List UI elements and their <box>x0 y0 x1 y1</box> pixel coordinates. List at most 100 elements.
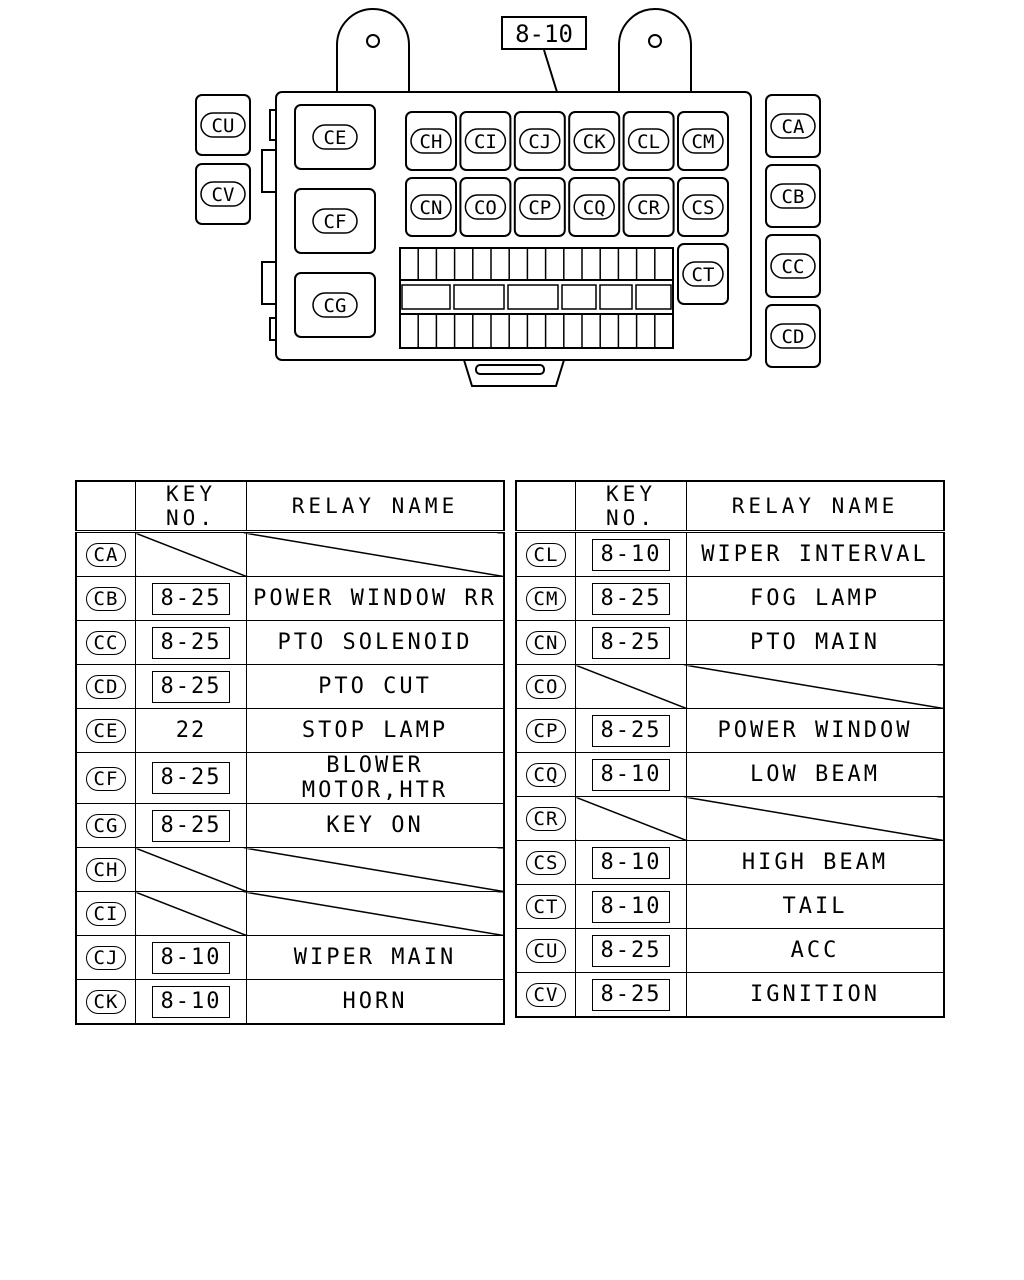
relay-id: CO <box>526 675 566 699</box>
relay-name: STOP LAMP <box>246 708 505 753</box>
relay-label: CE <box>324 127 347 149</box>
relay-name: KEY ON <box>246 803 505 848</box>
relay-id: CI <box>86 902 126 926</box>
relay-label: CD <box>782 326 805 348</box>
key-no: 8-25 <box>591 714 671 747</box>
relay-label: CS <box>692 197 715 219</box>
relay-label: CQ <box>583 197 606 219</box>
relay-id: CA <box>86 543 126 567</box>
table-row: CM 8-25 FOG LAMP <box>515 576 945 621</box>
svg-text:8-10: 8-10 <box>515 20 573 48</box>
table-row: CL 8-10 WIPER INTERVAL <box>515 531 945 577</box>
relay-cd: CD <box>765 304 821 368</box>
relay-cm: CM <box>677 111 729 171</box>
relay-ca: CA <box>765 94 821 158</box>
relay-co: CO <box>459 177 512 237</box>
relay-ch: CH <box>405 111 457 171</box>
relay-name: HORN <box>246 979 505 1025</box>
relay-name: WIPER INTERVAL <box>686 531 945 577</box>
mounting-tab-left <box>336 8 410 92</box>
relay-id: CE <box>86 719 126 743</box>
relay-cb: CB <box>765 164 821 228</box>
relay-label: CJ <box>528 131 551 153</box>
relay-cr: CR <box>622 177 675 237</box>
relay-cu: CU <box>195 94 251 156</box>
relay-name: WIPER MAIN <box>246 935 505 980</box>
key-no: 8-25 <box>591 934 671 967</box>
relay-cj: CJ <box>513 111 566 171</box>
table-row: CR <box>515 796 945 841</box>
relay-ct: CT <box>677 243 729 305</box>
relay-label: CH <box>420 131 443 153</box>
key-no: 8-25 <box>151 809 231 842</box>
relay-ci: CI <box>459 111 512 171</box>
table-row: CE 22 STOP LAMP <box>75 708 505 753</box>
relay-name: PTO MAIN <box>686 620 945 665</box>
relay-name: FOG LAMP <box>686 576 945 621</box>
key-no: 8-25 <box>591 978 671 1011</box>
relay-label: CI <box>474 131 497 153</box>
key-no: 8-25 <box>151 670 231 703</box>
key-no: 8-10 <box>591 538 671 571</box>
relay-label: CF <box>324 211 347 233</box>
relay-id: CQ <box>526 763 566 787</box>
relay-name: POWER WINDOW RR <box>246 576 505 621</box>
key-no-blank <box>135 891 247 936</box>
table-row: CH <box>75 847 505 892</box>
key-no: 8-25 <box>151 626 231 659</box>
relay-label: CL <box>637 131 660 153</box>
table-row: CF 8-25 BLOWER MOTOR,HTR <box>75 752 505 804</box>
relay-ck: CK <box>568 111 621 171</box>
relay-table-right: KEY NO.RELAY NAME CL 8-10 WIPER INTERVAL CM 8… <box>515 480 945 1018</box>
relay-cp: CP <box>513 177 566 237</box>
bottom-latch <box>463 359 565 387</box>
relay-label: CO <box>474 197 497 219</box>
table-header-row: KEY NO.RELAY NAME <box>75 480 505 533</box>
relay-id: CF <box>86 766 126 791</box>
relay-name: POWER WINDOW <box>686 708 945 753</box>
key-no: 8-25 <box>151 762 231 794</box>
relay-name-blank <box>246 531 505 577</box>
relay-name: HIGH BEAM <box>686 840 945 885</box>
relay-name: TAIL <box>686 884 945 929</box>
relay-id: CT <box>526 895 566 919</box>
key-no: 22 <box>175 718 207 743</box>
key-no: 8-25 <box>591 582 671 615</box>
callout-leader <box>543 49 558 93</box>
relay-cf: CF <box>294 188 376 254</box>
header-key: KEY NO. <box>575 480 687 533</box>
relay-id: CM <box>526 587 566 611</box>
table-header-row: KEY NO.RELAY NAME <box>515 480 945 533</box>
relay-label: CR <box>637 197 660 219</box>
table-row: CA <box>75 531 505 577</box>
header-key: KEY NO. <box>135 480 247 533</box>
key-no-blank <box>575 796 687 841</box>
relay-id: CL <box>526 543 566 567</box>
relay-cc: CC <box>765 234 821 298</box>
relay-cs: CS <box>677 177 729 237</box>
key-no-blank <box>135 531 247 577</box>
header-id <box>515 480 576 533</box>
mounting-hole-right <box>648 34 662 48</box>
relay-id: CC <box>86 631 126 655</box>
header-name: RELAY NAME <box>246 480 505 533</box>
relay-id: CJ <box>86 946 126 970</box>
relay-cg: CG <box>294 272 376 338</box>
table-row: CO <box>515 664 945 709</box>
header-name: RELAY NAME <box>686 480 945 533</box>
key-no: 8-10 <box>591 758 671 791</box>
relay-id: CR <box>526 807 566 831</box>
relay-name: ACC <box>686 928 945 973</box>
relay-name: BLOWER MOTOR,HTR <box>246 752 505 804</box>
callout-label: 8-10 <box>501 16 587 50</box>
relay-label: CN <box>420 197 443 219</box>
relay-id: CH <box>86 858 126 882</box>
relay-id: CS <box>526 851 566 875</box>
